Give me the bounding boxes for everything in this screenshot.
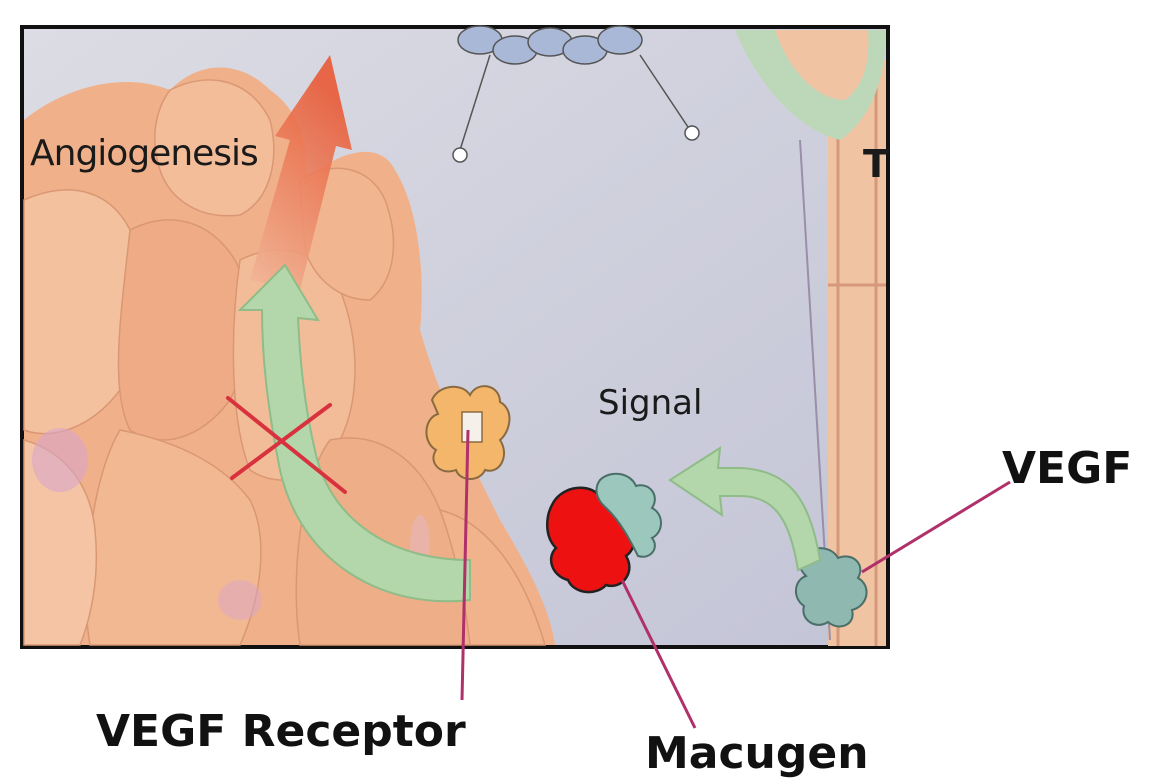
vegf-label: VEGF: [1002, 443, 1132, 494]
t-fragment-label: T: [863, 142, 889, 186]
vegf-receptor-label: VEGF Receptor: [96, 706, 466, 757]
macugen-label: Macugen: [645, 728, 869, 779]
signal-label: Signal: [598, 383, 702, 423]
angiogenesis-label: Angiogenesis: [30, 133, 258, 174]
